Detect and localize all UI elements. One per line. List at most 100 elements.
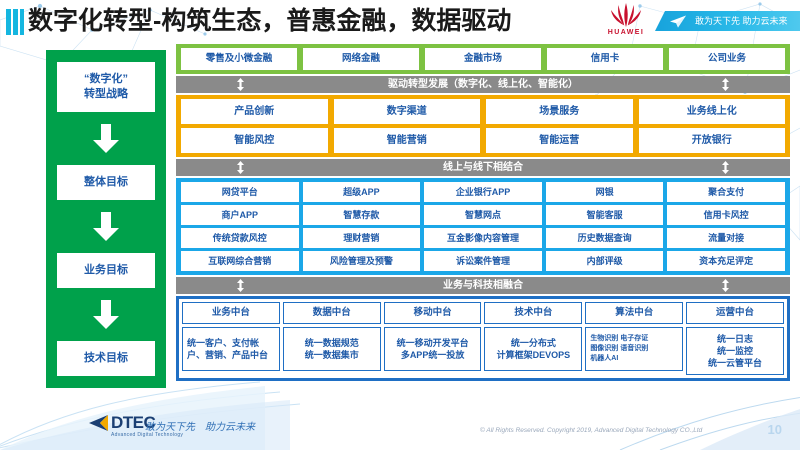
capability-capital-adequacy[interactable]: 资本充足评定 (667, 251, 785, 271)
platform-band: 业务中台 统一客户、支付帐户、营销、产品中台 数据中台 统一数据规范统一数据集市… (176, 296, 790, 381)
sidebar-item-business-goal[interactable]: 业务目标 (57, 253, 155, 288)
capability-smart-deposit[interactable]: 智慧存款 (302, 205, 421, 225)
platform-detail-algorithm: 生物识别 电子存证图像识别 语音识别机器人AI (585, 327, 684, 371)
title-accent-bar (6, 9, 24, 35)
slide-header: 数字化转型-构筑生态，普惠金融，数据驱动 HUAWEI 敢为天下先 助力云未来 (0, 0, 800, 42)
platform-title-business[interactable]: 业务中台 (182, 302, 280, 324)
online-offline-row: 商户APP 智慧存款 智慧网点 智能客服 信用卡风控 (181, 205, 785, 225)
transformation-row: 产品创新 数字渠道 场景服务 业务线上化 (181, 99, 785, 124)
slide-footer: DTEC Advanced Digital Technology 敢为天下先 助… (0, 398, 800, 450)
double-arrow-icon (722, 78, 729, 91)
capability-smart-customer-service[interactable]: 智能客服 (545, 205, 664, 225)
down-arrow-icon (93, 123, 119, 154)
platform-title-mobile[interactable]: 移动中台 (383, 302, 482, 324)
online-offline-row: 网贷平台 超级APP 企业银行APP 网银 聚合支付 (181, 182, 785, 202)
capability-credit-card-risk-control[interactable]: 信用卡风控 (667, 205, 785, 225)
platform-column-data: 数据中台 统一数据规范统一数据集市 (282, 302, 381, 375)
connector-label: 业务与科技相融合 (443, 279, 523, 291)
huawei-wordmark: HUAWEI (607, 29, 645, 36)
huawei-logo: HUAWEI (600, 2, 652, 40)
huawei-flower-icon (611, 3, 641, 27)
capability-internal-rating[interactable]: 内部评级 (545, 251, 664, 271)
platform-title-data[interactable]: 数据中台 (282, 302, 381, 324)
capability-image-content-management[interactable]: 互金影像内容管理 (424, 228, 542, 248)
sidebar-strategy-line1: “数字化” (84, 73, 128, 85)
transformation-item-smart-risk-control[interactable]: 智能风控 (181, 128, 328, 153)
capability-historical-data-query[interactable]: 历史数据查询 (545, 228, 664, 248)
sidebar-strategy-line2: 转型战略 (84, 88, 128, 100)
platform-row: 业务中台 统一客户、支付帐户、营销、产品中台 数据中台 统一数据规范统一数据集市… (182, 302, 784, 375)
platform-column-mobile: 移动中台 统一移动开发平台多APP统一投放 (383, 302, 482, 375)
transformation-row: 智能风控 智能营销 智能运营 开放银行 (181, 128, 785, 153)
business-line-financial-market[interactable]: 金融市场 (425, 48, 541, 70)
capability-internet-marketing[interactable]: 互联网综合营销 (181, 251, 299, 271)
transformation-item-product-innovation[interactable]: 产品创新 (181, 99, 328, 124)
down-arrow-icon (93, 299, 119, 330)
business-line-corporate[interactable]: 公司业务 (669, 48, 785, 70)
transformation-item-open-banking[interactable]: 开放银行 (638, 128, 785, 153)
sidebar-item-technology-goal[interactable]: 技术目标 (57, 341, 155, 376)
online-offline-row: 传统贷款风控 理财营销 互金影像内容管理 历史数据查询 流量对接 (181, 228, 785, 248)
platform-detail-technology: 统一分布式计算框架DEVOPS (484, 327, 583, 371)
transformation-item-scenario-service[interactable]: 场景服务 (486, 99, 633, 124)
transformation-band: 产品创新 数字渠道 场景服务 业务线上化 智能风控 智能营销 智能运营 开放银行 (176, 95, 790, 157)
capability-wealth-marketing[interactable]: 理财营销 (302, 228, 421, 248)
capability-online-loan-platform[interactable]: 网贷平台 (181, 182, 299, 202)
double-arrow-icon (237, 161, 244, 174)
dtec-wordmark: DTEC (111, 413, 156, 432)
capability-risk-management-alert[interactable]: 风险管理及预警 (302, 251, 421, 271)
main-content: 零售及小微金融 网络金融 金融市场 信用卡 公司业务 驱动转型发展（数字化、线上… (176, 44, 790, 381)
capability-online-banking[interactable]: 网银 (545, 182, 664, 202)
platform-detail-operation: 统一日志统一监控统一云管平台 (686, 327, 784, 375)
business-lines-band: 零售及小微金融 网络金融 金融市场 信用卡 公司业务 (176, 44, 790, 74)
double-arrow-icon (237, 78, 244, 91)
platform-detail-data: 统一数据规范统一数据集市 (282, 327, 381, 371)
online-offline-band: 网贷平台 超级APP 企业银行APP 网银 聚合支付 商户APP 智慧存款 智慧… (176, 178, 790, 275)
transformation-item-smart-marketing[interactable]: 智能营销 (333, 128, 480, 153)
capability-enterprise-bank-app[interactable]: 企业银行APP (424, 182, 542, 202)
down-arrow-icon (93, 211, 119, 242)
dtec-logo: DTEC Advanced Digital Technology (88, 414, 183, 439)
capability-smart-branch[interactable]: 智慧网点 (424, 205, 542, 225)
platform-title-technology[interactable]: 技术中台 (484, 302, 583, 324)
footer-slogan: 敢为天下先 助力云未来 (145, 422, 255, 433)
platform-column-technology: 技术中台 统一分布式计算框架DEVOPS (484, 302, 583, 375)
copyright-text: © All Rights Reserved. Copyright 2019, A… (480, 427, 703, 434)
connector-label: 驱动转型发展（数字化、线上化、智能化） (388, 78, 578, 90)
capability-merchant-app[interactable]: 商户APP (181, 205, 299, 225)
capability-litigation-case-management[interactable]: 诉讼案件管理 (424, 251, 542, 271)
header-slogan-text: 敢为天下先 助力云未来 (695, 16, 788, 26)
dtec-tagline: Advanced Digital Technology (111, 432, 184, 438)
transformation-item-smart-operation[interactable]: 智能运营 (486, 128, 633, 153)
transformation-item-business-online[interactable]: 业务线上化 (638, 99, 785, 124)
platform-column-algorithm: 算法中台 生物识别 电子存证图像识别 语音识别机器人AI (585, 302, 684, 375)
platform-title-algorithm[interactable]: 算法中台 (585, 302, 684, 324)
platform-column-operation: 运营中台 统一日志统一监控统一云管平台 (686, 302, 784, 375)
connector-business-technology-fusion: 业务与科技相融合 (176, 277, 790, 294)
double-arrow-icon (722, 279, 729, 292)
business-line-internet-finance[interactable]: 网络金融 (303, 48, 419, 70)
platform-detail-mobile: 统一移动开发平台多APP统一投放 (383, 327, 482, 371)
page-title: 数字化转型-构筑生态，普惠金融，数据驱动 (28, 7, 512, 35)
sidebar-item-strategy[interactable]: “数字化” 转型战略 (57, 62, 155, 112)
capability-aggregate-payment[interactable]: 聚合支付 (667, 182, 785, 202)
sidebar-item-overall-goal[interactable]: 整体目标 (57, 165, 155, 200)
paper-plane-icon (670, 15, 686, 28)
strategy-sidebar: “数字化” 转型战略 整体目标 业务目标 技术目标 (46, 50, 166, 388)
connector-online-offline: 线上与线下相结合 (176, 159, 790, 176)
business-line-retail[interactable]: 零售及小微金融 (181, 48, 297, 70)
business-line-credit-card[interactable]: 信用卡 (547, 48, 663, 70)
page-number: 10 (767, 422, 782, 437)
platform-column-business: 业务中台 统一客户、支付帐户、营销、产品中台 (182, 302, 280, 375)
dtec-arrow-icon (89, 415, 108, 431)
platform-title-operation[interactable]: 运营中台 (686, 302, 784, 324)
header-slogan-banner: 敢为天下先 助力云未来 (655, 11, 800, 31)
double-arrow-icon (722, 161, 729, 174)
connector-driving-transformation: 驱动转型发展（数字化、线上化、智能化） (176, 76, 790, 93)
capability-traditional-loan-risk[interactable]: 传统贷款风控 (181, 228, 299, 248)
transformation-item-digital-channel[interactable]: 数字渠道 (333, 99, 480, 124)
capability-traffic-integration[interactable]: 流量对接 (667, 228, 785, 248)
capability-super-app[interactable]: 超级APP (302, 182, 421, 202)
platform-detail-business: 统一客户、支付帐户、营销、产品中台 (182, 327, 280, 371)
double-arrow-icon (237, 279, 244, 292)
